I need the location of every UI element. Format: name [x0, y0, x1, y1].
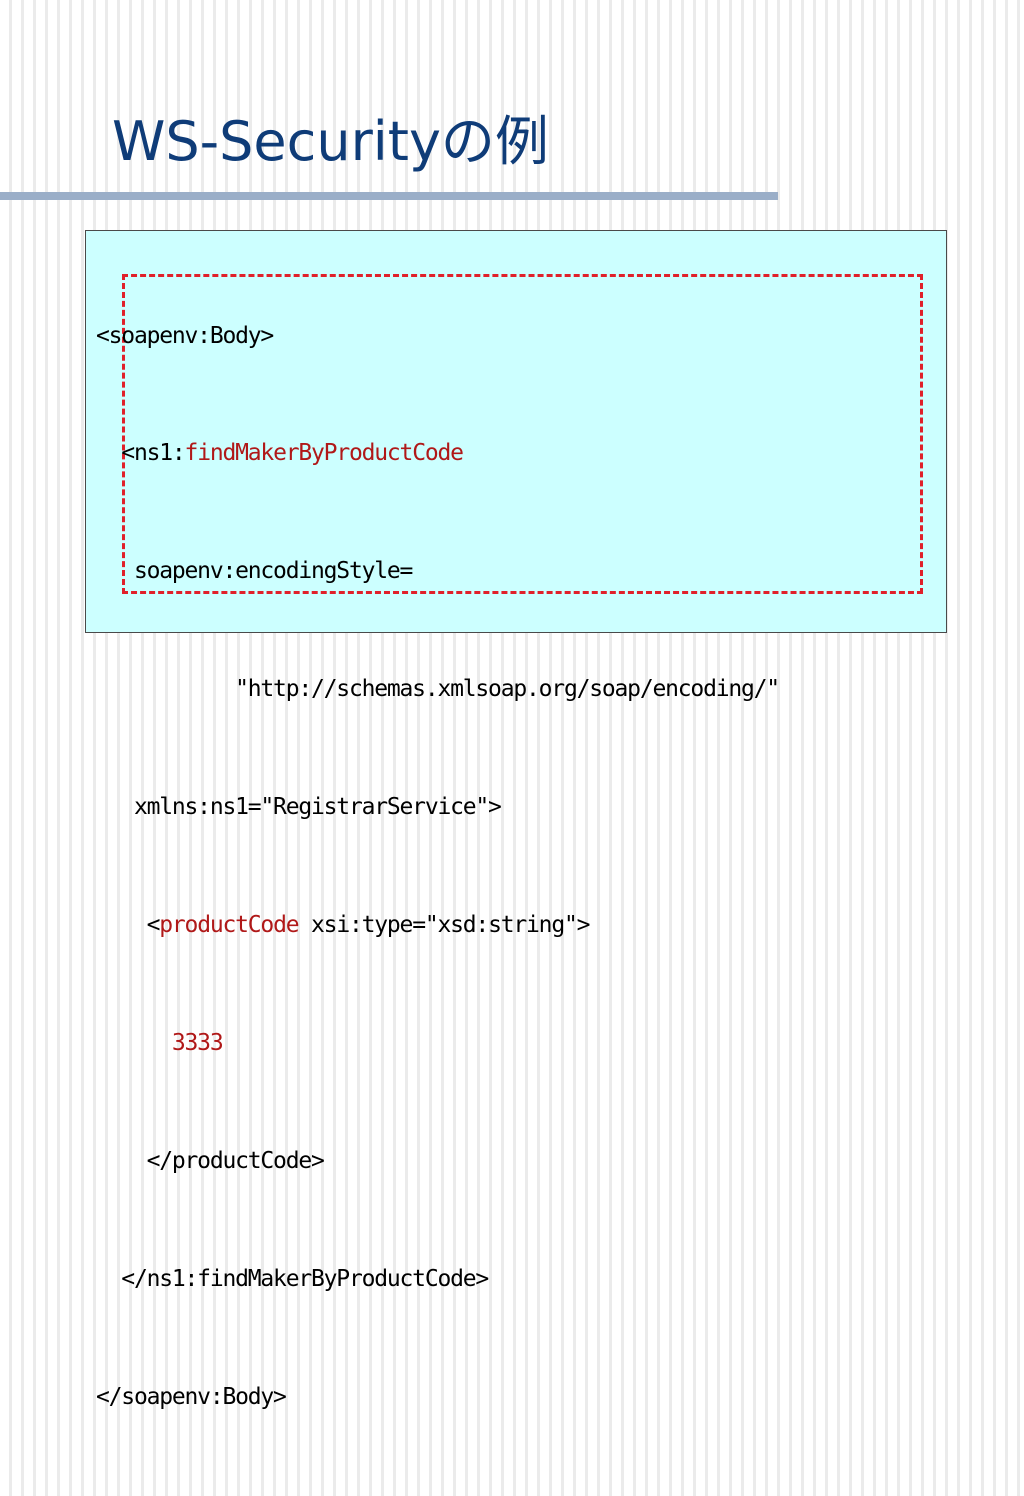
code-line-soapenv-body-close: </soapenv:Body>	[96, 1383, 287, 1410]
soap-code-listing: <soapenv:Body> <ns1:findMakerByProductCo…	[96, 238, 780, 1496]
code-line-xmlns: xmlns:ns1="RegistrarService">	[96, 794, 502, 821]
highlight-dashed-frame	[122, 274, 923, 594]
slide-title: WS-Securityの例	[112, 110, 549, 173]
productcode-element-name: productCode	[159, 912, 299, 939]
code-line-soapenv-body-open: <soapenv:Body>	[96, 322, 274, 349]
code-line-encoding-style: soapenv:encodingStyle=	[96, 558, 413, 585]
soap-code-box: <soapenv:Body> <ns1:findMakerByProductCo…	[85, 230, 947, 1410]
code-line-productcode-close: </productCode>	[96, 1147, 325, 1174]
method-name: findMakerByProductCode	[184, 440, 464, 467]
code-line-productcode-value: 3333	[96, 1024, 779, 1063]
code-line-ns1-open: <ns1:findMakerByProductCode	[121, 440, 464, 467]
productcode-value: 3333	[171, 1029, 224, 1056]
code-line-productcode-open: <productCode xsi:type="xsd:string">	[146, 912, 591, 939]
code-line-ns1-close: </ns1:findMakerByProductCode>	[96, 1265, 489, 1292]
title-underline	[0, 192, 778, 200]
code-line-encoding-url: "http://schemas.xmlsoap.org/soap/encodin…	[96, 676, 780, 703]
